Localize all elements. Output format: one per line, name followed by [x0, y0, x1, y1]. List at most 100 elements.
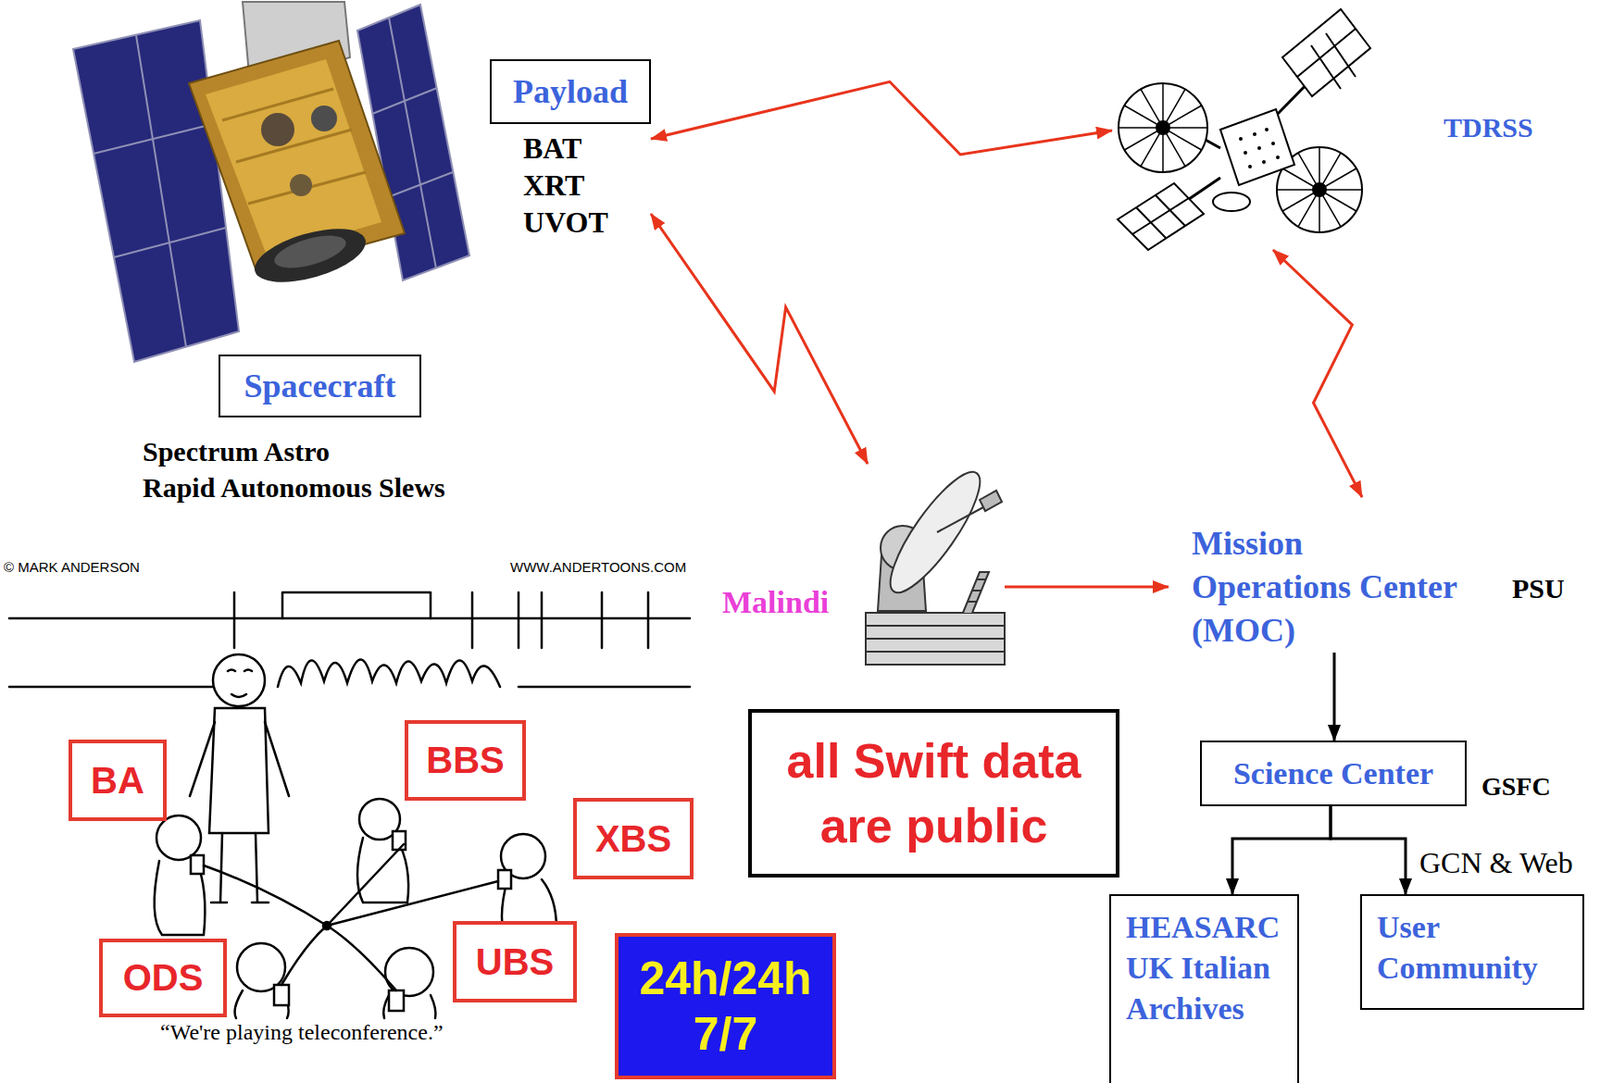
- drawing-part: [1118, 83, 1208, 173]
- drawing-part: [311, 105, 338, 132]
- payload-group: PayloadBAT XRT UVOT: [489, 59, 651, 241]
- role-label-frame: XBS: [573, 798, 694, 880]
- drawing-part: [323, 922, 331, 930]
- swift-spacecraft: [73, 1, 470, 363]
- public-data-box: all Swift data are public: [748, 709, 1120, 878]
- drawing-part: [1132, 195, 1189, 238]
- drawing-part: [979, 490, 1002, 512]
- drawing-part: [498, 870, 512, 889]
- drawing-part: [249, 218, 372, 293]
- role-box: XBS: [573, 798, 694, 880]
- drawing-part: [274, 985, 289, 1006]
- drawing-part: [385, 948, 434, 997]
- role-label-frame: ODS: [99, 938, 227, 1018]
- drawing-part: [1275, 155, 1280, 160]
- role-label: BBS: [425, 739, 504, 782]
- drawing-part: [227, 670, 252, 699]
- drawing-part: [1238, 127, 1280, 169]
- builder-note: Spectrum Astro: [142, 436, 330, 468]
- station-label: Malindi: [722, 585, 829, 621]
- spacecraft-group: SpacecraftSpectrum AstroRapid Autonomous…: [142, 354, 446, 504]
- moc-label: Mission Operations Center (MOC): [1191, 522, 1464, 653]
- role-box: ODS: [99, 938, 227, 1018]
- operations-center: Mission Operations Center (MOC) PSU: [1168, 497, 1565, 653]
- drawing-part: [1212, 192, 1250, 212]
- instrument-list: BAT XRT UVOT: [523, 129, 609, 241]
- ground-antenna: [865, 461, 1005, 665]
- institution-label: GSFC: [1481, 772, 1551, 802]
- drawing-part: [222, 88, 366, 204]
- tdrss-node: TDRSS: [1112, 0, 1541, 250]
- role-label: ODS: [123, 957, 204, 1000]
- drawing-part: [212, 654, 265, 707]
- radio-link: [1004, 586, 1169, 589]
- drawing-part: [865, 612, 1005, 665]
- drawing-part: [962, 572, 989, 613]
- role-label: UBS: [475, 941, 554, 984]
- science-label-frame: Science Center: [1200, 740, 1467, 807]
- drawing-part: [1248, 164, 1252, 169]
- institution-label: PSU: [1512, 573, 1565, 605]
- drawing-part: [1297, 28, 1356, 89]
- role-label: XBS: [595, 818, 672, 861]
- drawing-part: [289, 174, 313, 197]
- drawing-part: [156, 815, 201, 861]
- spacecraft-label-frame: Spacecraft: [218, 354, 422, 418]
- data-flow-arrow: [1333, 652, 1337, 741]
- drawing-part: [1117, 183, 1204, 250]
- edge-label: GCN & Web: [1416, 846, 1576, 881]
- drawing-part: [392, 831, 406, 850]
- ground-station: Malindi: [722, 463, 1005, 669]
- drawing-part: [1220, 109, 1295, 186]
- public-note: all Swift data are public: [761, 728, 1107, 859]
- role-box: UBS: [452, 921, 577, 1003]
- drawing-part: [261, 112, 295, 147]
- drawing-part: [1271, 141, 1275, 146]
- drawing-part: [73, 20, 239, 363]
- drawing-part: [1252, 132, 1257, 137]
- role-box: BBS: [404, 720, 526, 801]
- role-label-frame: BA: [68, 739, 167, 822]
- archive-label: HEASARC UK Italian Archives: [1125, 907, 1280, 1030]
- drawing-part: [9, 686, 690, 689]
- tdrss-satellite-drawing: [1117, 9, 1371, 250]
- spacecraft-label: Spacecraft: [244, 366, 397, 406]
- drawing-part: [865, 625, 1005, 652]
- role-label-frame: BBS: [404, 720, 526, 801]
- user-label-frame: User Community: [1360, 894, 1585, 1011]
- feature-note: Rapid Autonomous Slews: [142, 472, 446, 504]
- data-flow-arrow: [1330, 806, 1406, 895]
- drawing-part: [1238, 137, 1243, 141]
- archive-label-frame: HEASARC UK Italian Archives: [1109, 894, 1300, 1083]
- data-flow-arrow: [1232, 806, 1331, 895]
- role-box: BA: [68, 739, 167, 822]
- science-label: Science Center: [1233, 756, 1434, 792]
- drawing-part: [1312, 183, 1326, 197]
- role-label-frame: UBS: [452, 921, 577, 1003]
- drawing-part: [271, 229, 350, 275]
- radio-link: [1273, 250, 1363, 498]
- drawing-part: [9, 617, 690, 621]
- drawing-part: [277, 659, 500, 688]
- cartoon-caption: “We're playing teleconference.”: [160, 1020, 444, 1046]
- drawing-part: [1282, 9, 1371, 97]
- user-label: User Community: [1376, 907, 1538, 989]
- availability-note-frame: 24h/24h 7/7: [614, 933, 837, 1080]
- drawing-part: [234, 592, 649, 649]
- drawing-part: [1156, 121, 1170, 135]
- public-note-frame: all Swift data are public: [748, 709, 1120, 878]
- payload-label: Payload: [512, 72, 628, 112]
- website-note: WWW.ANDERTOONS.COM: [510, 559, 687, 575]
- availability-box: 24h/24h 7/7: [614, 933, 837, 1080]
- drawing-part: [209, 708, 269, 834]
- payload-label-frame: Payload: [489, 59, 651, 125]
- drawing-part: [1262, 160, 1266, 164]
- drawing-part: [1243, 150, 1248, 155]
- availability-note: 24h/24h 7/7: [627, 950, 824, 1063]
- radio-link: [650, 213, 868, 464]
- radio-link: [650, 81, 1113, 155]
- drawing-part: [1264, 127, 1269, 132]
- drawing-part: [1257, 146, 1262, 150]
- drawing-part: [1118, 83, 1208, 173]
